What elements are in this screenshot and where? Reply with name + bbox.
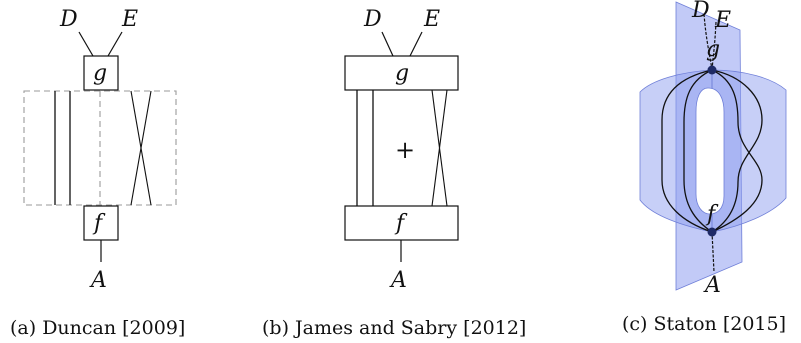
panel-staton: D E g f A (c) Staton [2015] (622, 0, 787, 335)
caption-b: (b) James and Sabry [2012] (262, 317, 526, 339)
sum-symbol: + (395, 136, 415, 164)
label-e: E (714, 8, 731, 33)
wire-e (711, 21, 717, 71)
box-g (83, 55, 119, 91)
label-a: A (89, 268, 107, 293)
dashed-frame (23, 90, 177, 206)
label-a: A (703, 273, 721, 298)
node-g (707, 65, 717, 75)
node-f (707, 227, 717, 237)
box-g-label: g (93, 61, 107, 86)
label-d: D (363, 7, 382, 32)
strand-cross-1 (711, 69, 763, 233)
crossing-wire-2 (431, 89, 448, 207)
box-g-label: g (395, 61, 409, 86)
left-sheet (639, 69, 713, 233)
wire-e (409, 31, 423, 57)
caption-c: (c) Staton [2015] (622, 313, 786, 335)
strand-cross-2 (711, 69, 763, 233)
crossing-wire-2 (130, 90, 152, 206)
right-sheet (711, 69, 787, 233)
wire-e (107, 31, 123, 57)
strand-outer-left (661, 69, 713, 233)
wire-d (381, 31, 394, 57)
label-d: D (691, 0, 710, 23)
caption-a: (a) Duncan [2009] (10, 317, 185, 339)
label-d: D (59, 7, 78, 32)
label-e: E (423, 7, 440, 32)
sheet-hole (695, 87, 725, 215)
node-g-label: g (706, 37, 720, 62)
label-e: E (121, 7, 138, 32)
box-f (344, 205, 459, 241)
panel-james-sabry: D E g + f A (b) James and Sabry [2012] (262, 7, 526, 339)
wire-a (711, 231, 715, 273)
wire-d (78, 31, 94, 57)
box-g (344, 55, 459, 91)
panel-duncan: D E g f A (a) Duncan [2009] (10, 7, 185, 339)
wire-d (703, 13, 713, 71)
label-a: A (389, 268, 407, 293)
strand-inner-left (683, 69, 713, 233)
